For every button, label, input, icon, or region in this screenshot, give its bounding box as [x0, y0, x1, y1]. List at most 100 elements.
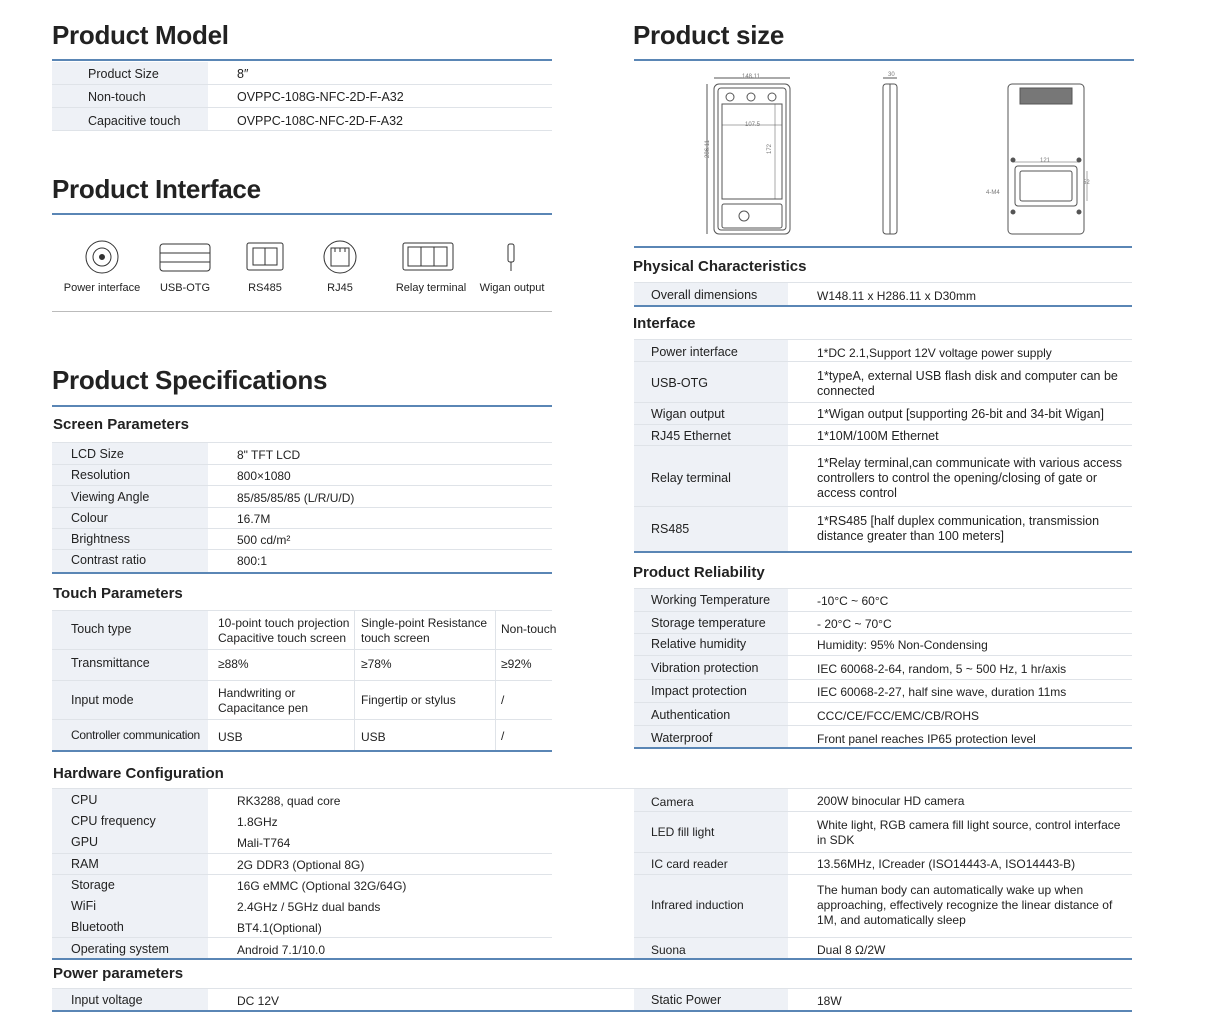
reliability-row-value: Humidity: 95% Non-Condensing: [817, 638, 988, 652]
power-parameters-title: Power parameters: [53, 965, 184, 982]
row-divider: [634, 655, 1132, 656]
hardware-row-value: Dual 8 Ω/2W: [817, 943, 886, 957]
divider: [52, 750, 552, 752]
reliability-row-value: - 20°C ~ 70°C: [817, 617, 892, 631]
reliability-row-label: Authentication: [651, 708, 731, 722]
row-divider: [52, 680, 552, 681]
dim-width: 148.11: [742, 74, 760, 80]
divider: [52, 311, 552, 312]
touch-cell: 10-point touch projection Capacitive tou…: [218, 616, 350, 645]
screen-row-label: LCD Size: [71, 447, 124, 461]
hardware-row-label: Storage: [71, 878, 115, 892]
reliability-row-label: Storage temperature: [651, 616, 766, 630]
row-divider: [634, 588, 1132, 589]
hardware-row-label: RAM: [71, 857, 99, 871]
row-divider: [634, 811, 1132, 812]
reliability-row-value: IEC 60068-2-27, half sine wave, duration…: [817, 685, 1067, 699]
power-right-label-band: [634, 989, 788, 1010]
interface-caption: RS485: [248, 282, 282, 294]
touch-row-label: Controller communication: [71, 728, 200, 742]
reliability-label-band: [634, 589, 788, 747]
power-label-band: [52, 989, 208, 1010]
interface-row-label: Power interface: [651, 345, 738, 359]
hardware-row-value: White light, RGB camera fill light sourc…: [817, 818, 1121, 847]
row-divider: [634, 725, 1132, 726]
touch-row-label: Touch type: [71, 622, 132, 636]
product-model-title: Product Model: [52, 20, 229, 50]
touch-row-label: Transmittance: [71, 656, 150, 670]
row-divider: [52, 507, 552, 508]
hardware-configuration-title: Hardware Configuration: [53, 765, 224, 782]
product-reliability-title: Product Reliability: [633, 564, 765, 581]
row-divider: [634, 702, 1132, 703]
divider: [52, 1010, 1132, 1012]
hardware-row-value: 1.8GHz: [237, 815, 278, 829]
interface-caption: USB-OTG: [159, 282, 211, 294]
divider: [52, 405, 552, 407]
row-divider: [634, 679, 1132, 680]
row-divider: [52, 107, 552, 108]
touch-cell: ≥78%: [361, 657, 392, 671]
row-divider: [52, 788, 1132, 789]
hardware-row-value: Mali-T764: [237, 836, 291, 850]
model-row-label: Capacitive touch: [88, 114, 181, 128]
hardware-row-label: Suona: [651, 943, 686, 957]
product-interface-title: Product Interface: [52, 174, 261, 204]
reliability-row-label: Vibration protection: [651, 661, 759, 675]
screen-row-value: 8" TFT LCD: [237, 448, 301, 462]
hardware-row-label: CPU: [71, 793, 98, 807]
row-divider: [52, 874, 552, 875]
reliability-row-value: CCC/CE/FCC/EMC/CB/ROHS: [817, 709, 980, 723]
reliability-row-label: Waterproof: [651, 731, 713, 745]
screen-row-value: 800:1: [237, 554, 268, 568]
row-divider: [52, 485, 552, 486]
hardware-row-label: GPU: [71, 835, 99, 849]
product-size-title: Product size: [633, 20, 784, 50]
interface-row-value: 1*RS485 [half duplex communication, tran…: [817, 514, 1100, 543]
dim-depth: 30: [888, 72, 895, 78]
hardware-row-value: RK3288, quad core: [237, 794, 341, 808]
reliability-row-label: Impact protection: [651, 684, 747, 698]
touch-row-label: Input mode: [71, 693, 134, 707]
device-front-view: [706, 77, 791, 235]
divider: [634, 246, 1132, 248]
touch-cell: Handwriting or Capacitance pen: [218, 686, 309, 715]
screen-row-label: Resolution: [71, 468, 131, 482]
hardware-row-label: Infrared induction: [651, 898, 744, 912]
interface-row-value: 1*10M/100M Ethernet: [817, 429, 939, 443]
hardware-row-label: Camera: [651, 795, 694, 809]
touch-parameters-title: Touch Parameters: [53, 585, 183, 602]
row-divider: [52, 988, 1132, 989]
touch-cell: USB: [218, 730, 243, 744]
hardware-row-value: BT4.1(Optional): [237, 921, 322, 935]
screen-row-value: 800×1080: [237, 469, 291, 483]
screen-row-label: Colour: [71, 511, 108, 525]
power-port-icon: [85, 240, 119, 274]
device-side-view: [882, 77, 898, 235]
divider: [634, 305, 1132, 307]
interface-title: Interface: [633, 315, 696, 332]
row-divider: [634, 339, 1132, 340]
interface-row-label: Relay terminal: [651, 471, 731, 485]
interface-row-value: 1*Relay terminal,can communicate with va…: [817, 456, 1122, 500]
hardware-row-label: CPU frequency: [71, 814, 156, 828]
divider: [634, 59, 1134, 61]
interface-row-label: RS485: [651, 522, 690, 536]
divider: [52, 59, 552, 61]
row-divider: [52, 649, 552, 650]
row-divider: [634, 361, 1132, 362]
interface-row-label: USB-OTG: [651, 376, 708, 390]
static-power-label: Static Power: [651, 993, 722, 1007]
model-row-label: Product Size: [88, 67, 159, 81]
hardware-row-label: IC card reader: [651, 857, 728, 871]
touch-cell: Non-touch: [501, 622, 557, 636]
dim-screw: 4-M4: [986, 190, 1000, 196]
hardware-row-label: WiFi: [71, 899, 96, 913]
row-divider: [52, 937, 552, 938]
touch-cell: Single-point Resistance touch screen: [361, 616, 488, 645]
hardware-row-label: LED fill light: [651, 825, 715, 839]
interface-row-value: 1*DC 2.1,Support 12V voltage power suppl…: [817, 346, 1052, 360]
dim-hole-width: 121: [1040, 158, 1051, 164]
dim-height: 286.11: [704, 140, 711, 158]
touch-cell: Fingertip or stylus: [361, 693, 456, 707]
